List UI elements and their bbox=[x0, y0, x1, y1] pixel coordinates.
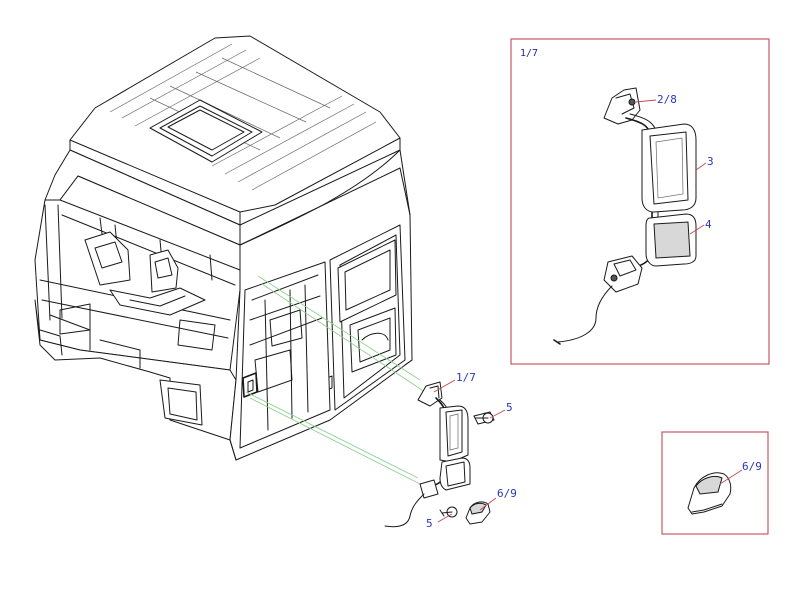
callout-main-mirror: 3 bbox=[707, 155, 714, 168]
callout-mirror-assembly: 1/7 bbox=[456, 371, 476, 384]
callout-cover-detail: 6/9 bbox=[742, 460, 762, 473]
callout-bolt-upper: 5 bbox=[506, 401, 513, 414]
callout-cover: 6/9 bbox=[497, 487, 517, 500]
bolt-upper bbox=[473, 411, 495, 425]
callout-bolt-lower: 5 bbox=[426, 517, 433, 530]
detail-frame-cover bbox=[661, 431, 769, 535]
detail-frame-mirror bbox=[510, 38, 770, 365]
bolt-lower bbox=[439, 506, 458, 518]
mirror-assembly-exploded bbox=[384, 381, 471, 528]
truck-cab-illustration bbox=[34, 35, 413, 461]
projection-lines bbox=[245, 275, 426, 487]
callout-bracket: 2/8 bbox=[657, 93, 677, 106]
main-callouts bbox=[433, 379, 506, 523]
callout-wide-angle-mirror: 4 bbox=[705, 218, 712, 231]
detail-frame-label: 1/7 bbox=[520, 48, 538, 59]
